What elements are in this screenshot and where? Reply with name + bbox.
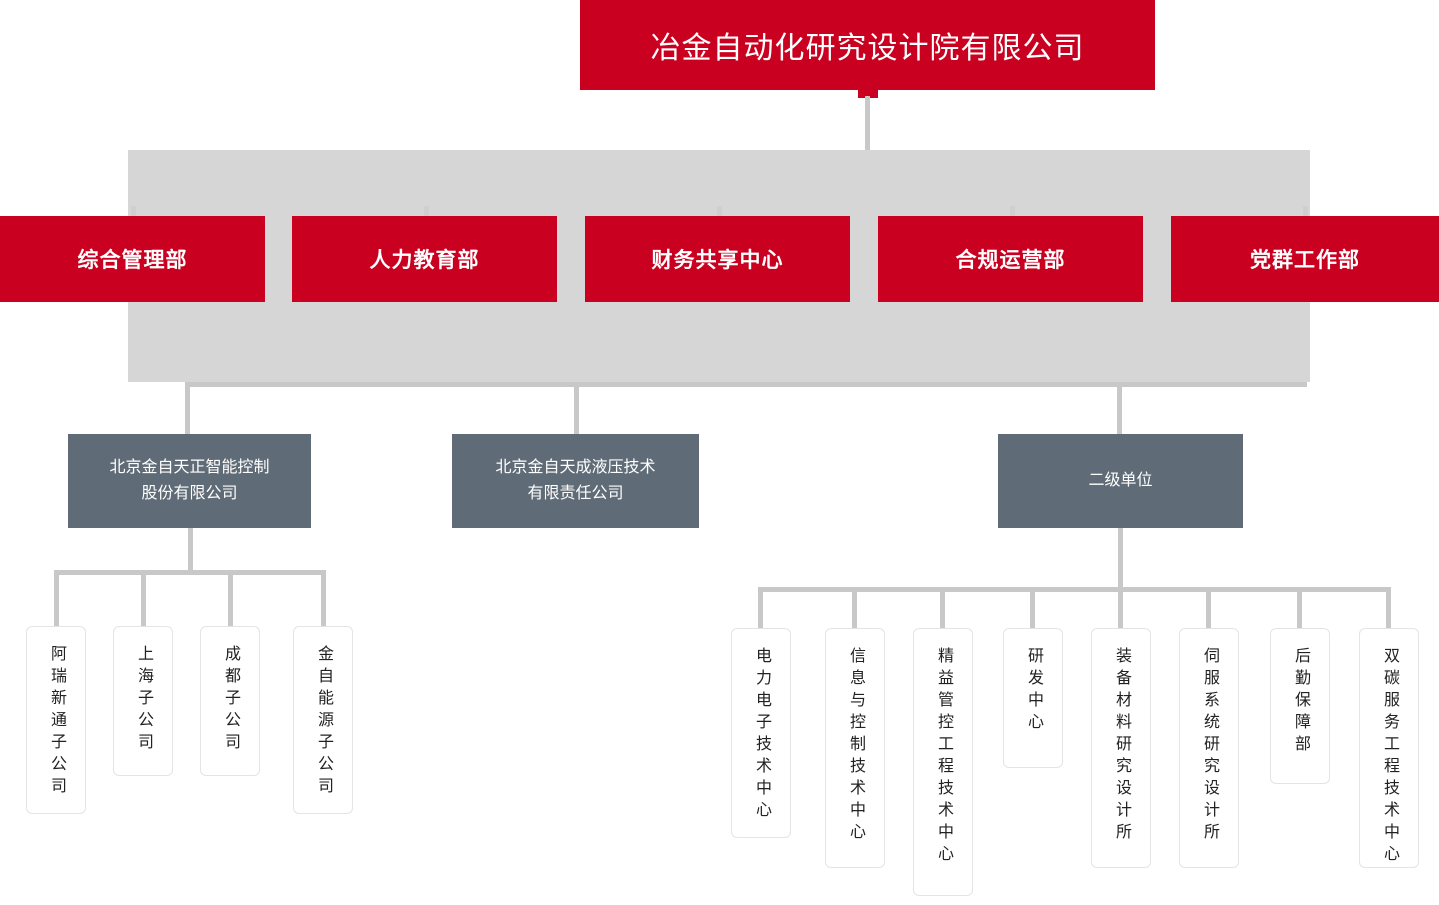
- root-connector-tab: [858, 88, 878, 98]
- connector-drop-secondlevel-bus: [1118, 528, 1123, 590]
- connector-bus-secondlevel-children: [758, 587, 1391, 592]
- connector-stub-dept-3: [717, 206, 722, 218]
- connector-drop-subsidiary-1: [185, 382, 190, 434]
- department-node-3[interactable]: 财务共享中心: [585, 216, 850, 302]
- connector-drop-unit-3: [940, 587, 945, 628]
- connector-root-to-departments: [865, 96, 870, 152]
- subsidiary-child-label-1: 阿瑞新通子公司: [48, 645, 65, 799]
- second-level-unit-label-8: 双碳服务工程技术中心: [1381, 647, 1398, 867]
- department-node-5[interactable]: 党群工作部: [1171, 216, 1439, 302]
- subsidiary-child-label-3: 成都子公司: [222, 645, 239, 755]
- department-node-2[interactable]: 人力教育部: [292, 216, 557, 302]
- second-level-unit-node-7[interactable]: 后勤保障部: [1270, 628, 1330, 784]
- subsidiary-node-2[interactable]: 北京金自天成液压技术 有限责任公司: [452, 434, 699, 528]
- connector-drop-child-4: [321, 570, 326, 628]
- connector-bus-subsidiaries: [185, 382, 1307, 387]
- subsidiary-label-1-line2: 股份有限公司: [141, 485, 238, 502]
- second-level-unit-label-1: 电力电子技术中心: [753, 647, 770, 823]
- second-level-unit-label-4: 研发中心: [1025, 647, 1042, 735]
- subsidiary-child-node-1[interactable]: 阿瑞新通子公司: [26, 626, 86, 814]
- root-node-label: 冶金自动化研究设计院有限公司: [650, 32, 1085, 65]
- subsidiary-label-2-line2: 有限责任公司: [527, 485, 624, 502]
- second-level-unit-label-2: 信息与控制技术中心: [847, 647, 864, 845]
- second-level-unit-label-3: 精益管控工程技术中心: [935, 647, 952, 867]
- department-label-3: 财务共享中心: [651, 249, 784, 272]
- second-level-unit-node-3[interactable]: 精益管控工程技术中心: [913, 628, 973, 896]
- department-label-2: 人力教育部: [369, 249, 480, 272]
- connector-stub-dept-1: [131, 206, 136, 218]
- subsidiary-label-2-line1: 北京金自天成液压技术: [495, 459, 656, 476]
- subsidiary-child-label-2: 上海子公司: [135, 645, 152, 755]
- department-label-5: 党群工作部: [1250, 249, 1360, 272]
- department-node-1[interactable]: 综合管理部: [0, 216, 265, 302]
- second-level-unit-node-5[interactable]: 装备材料研究设计所: [1091, 628, 1151, 868]
- root-node-company[interactable]: 冶金自动化研究设计院有限公司: [580, 0, 1155, 90]
- subsidiary-node-1[interactable]: 北京金自天正智能控制 股份有限公司: [68, 434, 311, 528]
- second-level-unit-label-7: 后勤保障部: [1292, 647, 1309, 757]
- connector-drop-unit-4: [1030, 587, 1035, 628]
- connector-drop-unit-7: [1297, 587, 1302, 628]
- subsidiary-node-3[interactable]: 二级单位: [998, 434, 1243, 528]
- second-level-unit-node-8[interactable]: 双碳服务工程技术中心: [1359, 628, 1419, 868]
- second-level-unit-node-2[interactable]: 信息与控制技术中心: [825, 628, 885, 868]
- second-level-unit-label-5: 装备材料研究设计所: [1113, 647, 1130, 845]
- second-level-unit-node-1[interactable]: 电力电子技术中心: [731, 628, 791, 838]
- connector-stub-dept-4: [1010, 206, 1015, 218]
- connector-stub-dept-5: [1303, 206, 1308, 218]
- connector-drop-subsidiary-3: [1117, 382, 1122, 434]
- department-label-4: 合规运营部: [955, 249, 1066, 272]
- department-label-1: 综合管理部: [77, 249, 188, 272]
- second-level-unit-node-4[interactable]: 研发中心: [1003, 628, 1063, 768]
- connector-bus-subsidiary1-children: [54, 570, 326, 575]
- subsidiary-child-node-3[interactable]: 成都子公司: [200, 626, 260, 776]
- connector-drop-unit-5: [1118, 587, 1123, 628]
- second-level-unit-node-6[interactable]: 伺服系统研究设计所: [1179, 628, 1239, 868]
- connector-drop-unit-8: [1386, 587, 1391, 628]
- connector-drop-subsidiary1-bus: [188, 528, 193, 573]
- subsidiary-child-label-4: 金自能源子公司: [315, 645, 332, 799]
- subsidiary-label-1-line1: 北京金自天正智能控制: [109, 459, 270, 476]
- subsidiary-child-node-4[interactable]: 金自能源子公司: [293, 626, 353, 814]
- subsidiary-label-3-line1: 二级单位: [1088, 472, 1153, 489]
- connector-drop-unit-2: [852, 587, 857, 628]
- connector-drop-subsidiary-2: [574, 382, 579, 434]
- connector-drop-child-2: [141, 570, 146, 628]
- second-level-unit-label-6: 伺服系统研究设计所: [1201, 647, 1218, 845]
- connector-drop-unit-6: [1206, 587, 1211, 628]
- connector-drop-unit-1: [758, 587, 763, 628]
- connector-drop-child-3: [228, 570, 233, 628]
- subsidiary-child-node-2[interactable]: 上海子公司: [113, 626, 173, 776]
- department-node-4[interactable]: 合规运营部: [878, 216, 1143, 302]
- connector-stub-dept-2: [424, 206, 429, 218]
- connector-drop-child-1: [54, 570, 59, 628]
